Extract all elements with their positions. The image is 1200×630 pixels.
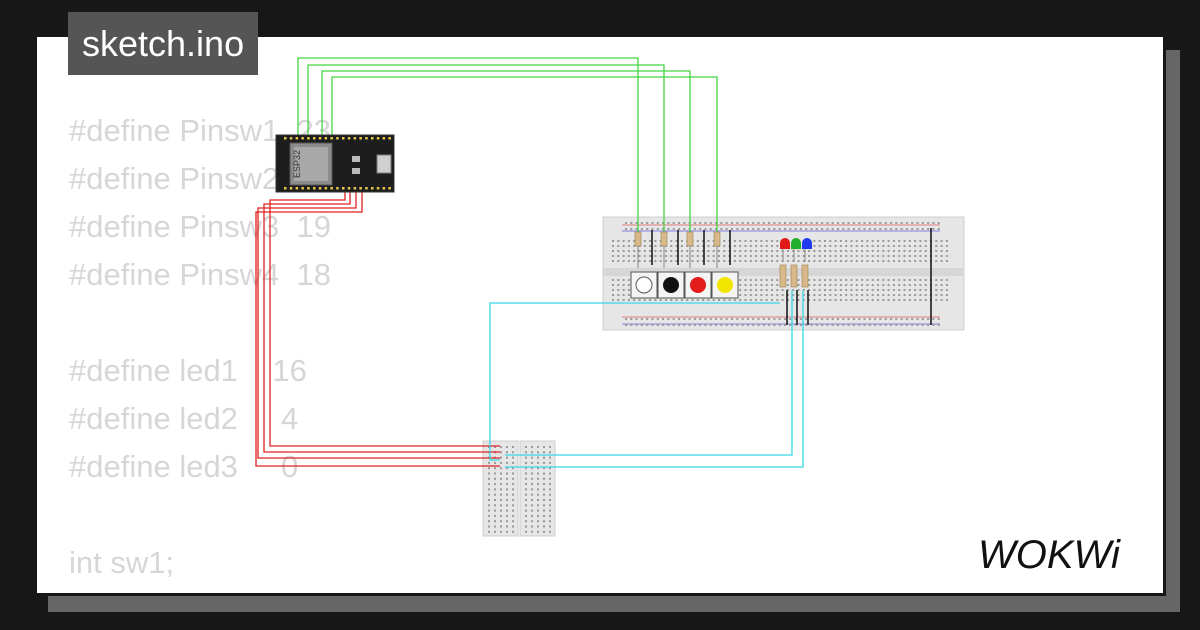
button-yellow <box>711 271 739 299</box>
svg-text:WOKWi: WOKWi <box>978 533 1121 577</box>
jumper-wires <box>651 228 932 325</box>
button-resistors <box>634 231 721 268</box>
mini-breadboard-left <box>482 440 519 537</box>
signal-wires <box>297 57 718 235</box>
led-green <box>791 238 801 262</box>
wokwi-logo: WOKWi <box>978 533 1121 577</box>
code-line: #define led2 4 <box>69 401 299 436</box>
code-line: int sw1; <box>69 545 175 580</box>
led-red <box>780 238 790 262</box>
code-line: #define led3 0 <box>69 449 299 484</box>
button-black <box>657 271 685 299</box>
code-line: #define Pinsw3 19 <box>69 209 331 244</box>
code-line: #define Pinsw1 23 <box>69 113 331 148</box>
button-red <box>684 271 712 299</box>
code-line: #define led1 16 <box>69 353 307 388</box>
leds <box>780 238 812 262</box>
push-buttons <box>630 271 739 299</box>
ground-wires <box>489 290 804 468</box>
led-resistors <box>779 264 809 288</box>
led-blue <box>802 238 812 262</box>
esp32-chip-label: ESP32 <box>292 150 302 178</box>
esp32-board: ESP32 <box>275 134 395 193</box>
power-wires <box>255 180 500 467</box>
file-tab[interactable]: sketch.ino <box>68 12 259 75</box>
code-line: #define Pinsw4 18 <box>69 257 331 292</box>
mini-breadboard-right <box>519 440 556 537</box>
button-white <box>630 271 658 299</box>
